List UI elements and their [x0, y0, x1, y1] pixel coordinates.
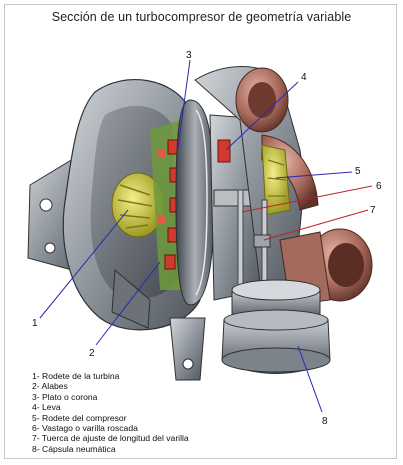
callout-3: 3 — [186, 50, 192, 61]
callout-2: 2 — [89, 348, 95, 359]
legend-item: 6- Vastago o varilla roscada — [32, 423, 138, 434]
legend-item: 1- Rodete de la turbina — [32, 371, 120, 381]
callout-7: 7 — [370, 205, 376, 216]
legend-item: 2- Alabes — [32, 381, 68, 392]
figure-title: Sección de un turbocompresor de geometrí… — [51, 10, 352, 24]
leader-lines — [39, 59, 373, 413]
callout-8: 8 — [322, 416, 328, 427]
vane-plate — [175, 99, 215, 306]
figure-frame — [4, 4, 397, 459]
legend-item: 8- Cápsula neumática — [32, 443, 116, 454]
callout-4: 4 — [301, 72, 307, 83]
pneumatic-capsule — [221, 279, 331, 374]
callout-1: 1 — [32, 318, 38, 329]
legend-item: 3- Plato o corona — [32, 391, 98, 402]
callout-numbers: 1 2 3 4 5 6 7 8 — [32, 50, 382, 427]
callout-5: 5 — [355, 166, 361, 177]
callout-6: 6 — [376, 181, 382, 192]
legend-item: 5- Rodete del compresor — [32, 412, 127, 423]
compressor-wheel — [261, 144, 291, 216]
legend-item: 4- Leva — [32, 402, 61, 413]
legend-item: 7- Tuerca de ajuste de longitud del vari… — [32, 433, 189, 444]
parts-legend: 1- Rodete de la turbina 2- Alabes 3- Pla… — [32, 371, 189, 454]
